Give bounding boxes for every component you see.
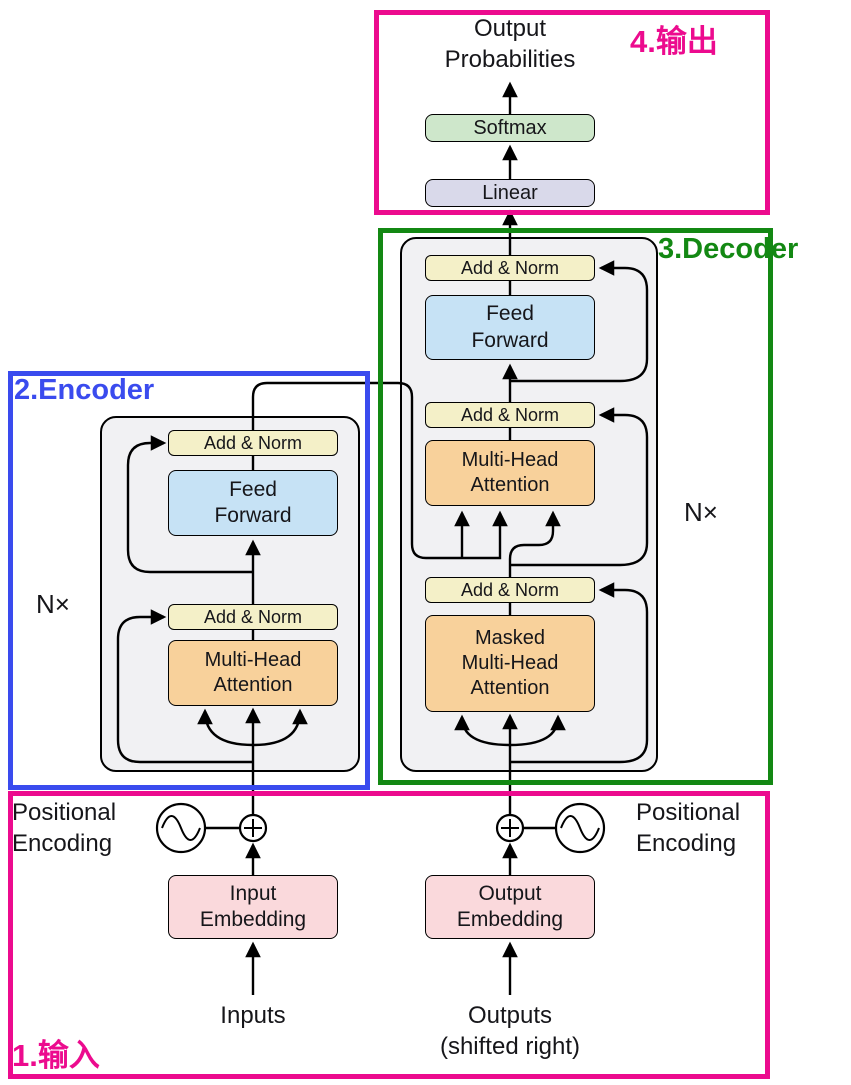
output-probabilities-label: Output Probabilities — [444, 15, 576, 73]
encoder-annotation-frame — [8, 371, 370, 790]
positional-encoding-left-label: Positional Encoding — [12, 799, 117, 857]
inputs-label: Inputs — [220, 1002, 286, 1029]
encoder-repeat-label: N× — [36, 589, 70, 619]
output-annotation-label: 4.输出 — [630, 24, 718, 59]
output-annotation-frame — [374, 10, 770, 215]
decoder-annotation-label: 3.Decoder — [658, 233, 799, 265]
output-embedding-box: Output Embedding — [425, 875, 595, 939]
linear-box: Linear — [425, 179, 595, 207]
decoder-repeat-label: N× — [684, 497, 718, 527]
positional-encoding-right-label: Positional Encoding — [636, 799, 741, 857]
decoder-annotation-frame — [378, 228, 773, 785]
softmax-box: Softmax — [425, 114, 595, 142]
input-annotation-label: 1.输入 — [12, 1038, 100, 1073]
encoder-annotation-label: 2.Encoder — [14, 374, 155, 406]
input-embedding-box: Input Embedding — [168, 875, 338, 939]
input-annotation-frame — [8, 791, 770, 1079]
outputs-label: Outputs (shifted right) — [439, 1002, 581, 1060]
